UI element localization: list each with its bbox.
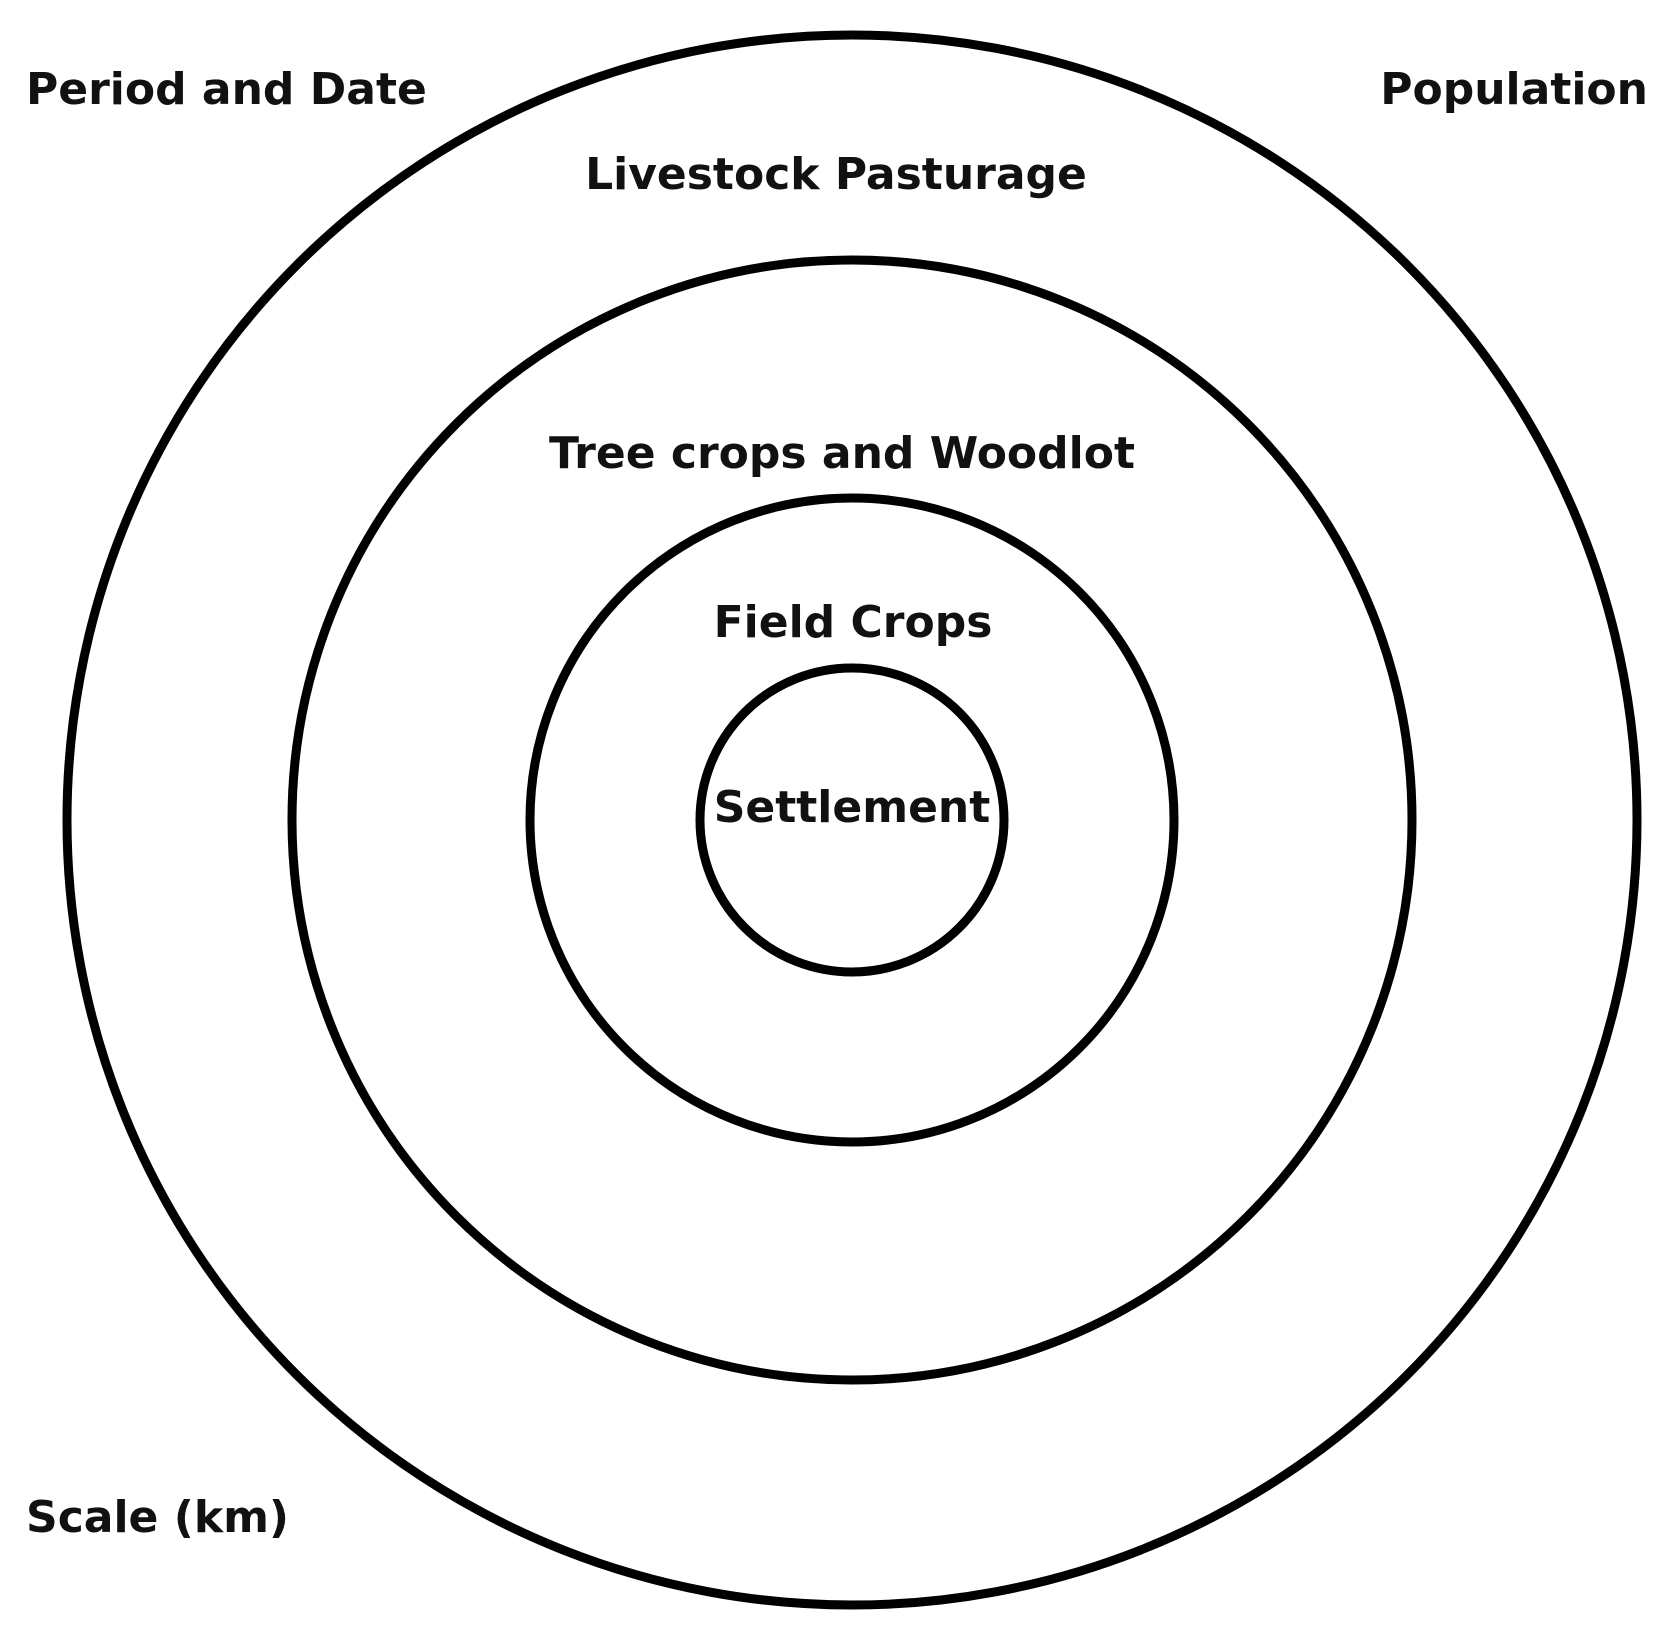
ring-tree-crops: [287, 255, 1417, 1385]
outer-ring-livestock: [62, 30, 1642, 1610]
zone-label-livestock-pasturage: Livestock Pasturage: [585, 149, 1087, 200]
period-and-date-label: Period and Date: [26, 64, 427, 115]
inner-ring-settlement: [695, 663, 1009, 977]
zone-label-settlement: Settlement: [713, 782, 991, 833]
ring-field-crops: [525, 493, 1179, 1147]
zone-label-tree-crops-woodlot: Tree crops and Woodlot: [549, 428, 1135, 479]
population-label: Population: [1380, 64, 1648, 115]
zone-label-field-crops: Field Crops: [713, 597, 993, 648]
scale-label: Scale (km): [26, 1492, 290, 1543]
